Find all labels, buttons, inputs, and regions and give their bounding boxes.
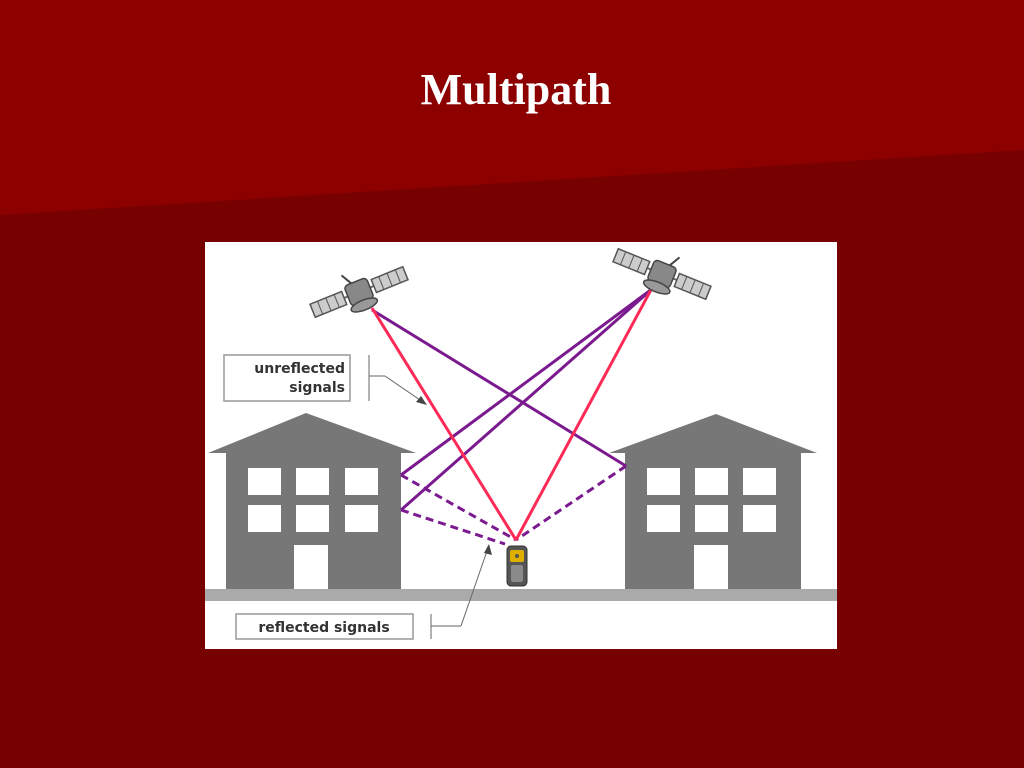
- slide-title: Multipath: [420, 65, 612, 114]
- reflected-signal-bounces: [400, 464, 627, 546]
- building-icon: [208, 413, 416, 589]
- building-icon: [609, 414, 817, 589]
- reflected-signals-callout: reflected signals: [235, 544, 492, 640]
- unreflected-label-line2: signals: [289, 380, 345, 396]
- ground-strip: [205, 589, 837, 601]
- unreflected-signals-callout: unreflected signals: [223, 354, 427, 405]
- reflected-signal-paths: [371, 287, 653, 512]
- satellite-icon: [309, 265, 409, 319]
- unreflected-label-line1: unreflected: [254, 361, 345, 377]
- satellite-icon: [612, 247, 712, 301]
- reflected-label: reflected signals: [258, 620, 389, 636]
- gps-receiver-icon: [506, 545, 528, 587]
- direct-signal-paths: [370, 287, 654, 541]
- multipath-diagram: unreflected signals reflected signals: [205, 242, 837, 649]
